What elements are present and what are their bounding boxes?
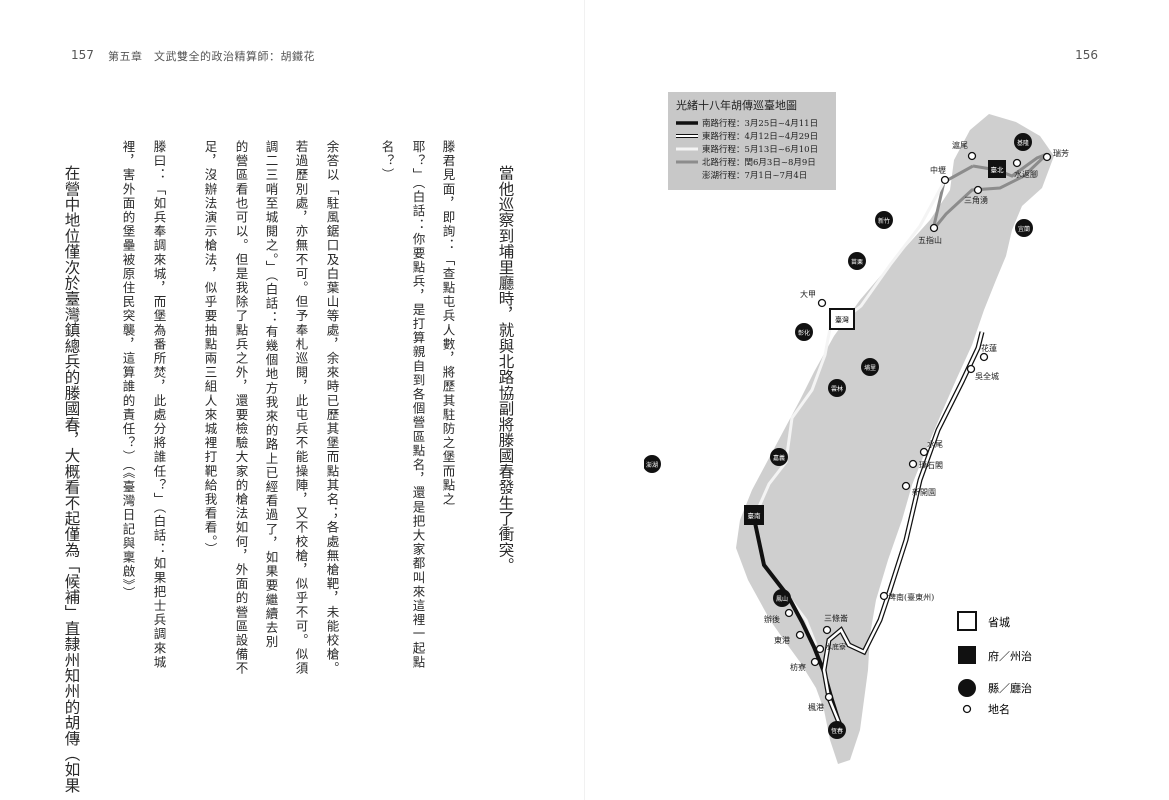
svg-text:彰化: 彰化 — [798, 329, 810, 337]
north-route-line — [931, 152, 1049, 231]
svg-text:璞石閣: 璞石閣 — [919, 460, 943, 470]
prefecture-marker: 臺南 — [744, 505, 764, 525]
text-column: 裡，害外面的堡壘被原住民突襲，這算誰的責任？）（《臺灣日記與稟啟》） — [120, 140, 136, 601]
svg-text:中壢: 中壢 — [930, 165, 946, 175]
text-column: 名？） — [379, 140, 395, 183]
svg-text:瑞芳: 瑞芳 — [1053, 148, 1069, 158]
svg-text:臺南: 臺南 — [748, 511, 762, 520]
svg-text:北路行程：閏6月3日~8月9日: 北路行程：閏6月3日~8月9日 — [702, 157, 816, 168]
text-column: 若過歷別處，亦無不可。但予奉札巡閱，此屯兵不能操陣，又不校槍，似乎不可。似須 — [293, 140, 309, 676]
svg-text:嘉義: 嘉義 — [773, 454, 785, 462]
svg-text:水底寮: 水底寮 — [825, 642, 846, 651]
svg-text:基隆: 基隆 — [1017, 139, 1029, 147]
svg-text:省城: 省城 — [988, 616, 1010, 629]
svg-text:鳳山: 鳳山 — [776, 595, 788, 603]
text-column: 在營中地位僅次於臺灣鎮總兵的滕國春，大概看不起僅為「候補」直隸州知州的胡傳（如果 — [62, 165, 81, 793]
text-column: 的營區看也可以。但是我除了點兵之外，還要檢驗大家的槍法如何，外面的營區設備不 — [233, 140, 249, 676]
svg-text:滬尾: 滬尾 — [952, 140, 968, 150]
text-column: 耶？」（白話：你要點兵，是打算親自到各個營區點名，還是把大家都叫來這裡一起點 — [410, 140, 426, 670]
text-column: 滕君見面，即詢：「查點屯兵人數，將歷其駐防之堡而點之 — [440, 140, 456, 507]
svg-text:埤南(臺東州): 埤南(臺東州) — [888, 592, 934, 602]
text-column: 足，沒辦法演示槍法，似乎要抽點兩三組人來城裡打靶給我看看。） — [202, 140, 218, 557]
route-legend-east-2: 東路行程：5月13日~6月10日 — [676, 144, 818, 155]
county-markers — [644, 133, 1033, 739]
svg-text:水返腳: 水返腳 — [1014, 169, 1038, 179]
left-page: 157 第五章 文武雙全的政治精算師：胡鐵花 當他巡察到埔里廳時，就與北路協副將… — [0, 0, 584, 800]
svg-text:三條崙: 三條崙 — [824, 613, 848, 623]
legend-county: 縣／廳治 — [958, 679, 1032, 697]
svg-text:新竹: 新竹 — [878, 217, 890, 225]
running-head: 第五章 文武雙全的政治精算師：胡鐵花 — [108, 50, 315, 63]
svg-text:吳全城: 吳全城 — [975, 371, 999, 381]
map-route-legend: 光緒十八年胡傳巡臺地圖 南路行程：3月25日~4月11日 東路行程：4月12日~… — [668, 92, 836, 190]
svg-text:臺灣: 臺灣 — [835, 315, 849, 324]
text-column: 余答以「駐風鋸口及白葉山等處，余來時已歷其堡而點其名；各處無槍靶，未能校槍。 — [324, 140, 340, 676]
svg-text:雲林: 雲林 — [831, 385, 843, 393]
svg-text:花蓮: 花蓮 — [981, 343, 997, 353]
map-title: 光緒十八年胡傳巡臺地圖 — [676, 98, 797, 112]
route-legend-graphic: 光緒十八年胡傳巡臺地圖 南路行程：3月25日~4月11日 東路行程：4月12日~… — [676, 98, 818, 181]
svg-text:東港: 東港 — [774, 635, 790, 645]
svg-text:五指山: 五指山 — [918, 235, 942, 245]
svg-text:臺北: 臺北 — [991, 165, 1005, 174]
svg-text:地名: 地名 — [988, 702, 1010, 716]
svg-text:辦後: 辦後 — [764, 614, 780, 624]
svg-text:恆春: 恆春 — [831, 727, 843, 735]
map-symbol-legend: 省城 府／州治 縣／廳治 地名 — [957, 611, 1032, 716]
svg-text:東路行程：5月13日~6月10日: 東路行程：5月13日~6月10日 — [702, 144, 818, 155]
book-gutter — [584, 0, 585, 800]
route-legend-east-1: 東路行程：4月12日~4月29日 — [676, 131, 818, 142]
site-markers — [784, 151, 1052, 702]
right-page: 156 光緒十八年胡傳巡臺地圖 南路行程：3月25日~4月11日 東路行程：4月… — [584, 0, 1169, 800]
svg-text:埔里: 埔里 — [864, 364, 876, 372]
taiwan-island-shape — [736, 114, 1054, 764]
page-number-right: 156 — [1075, 48, 1098, 62]
prefecture-marker: 臺北 — [988, 160, 1006, 178]
svg-text:苗栗: 苗栗 — [851, 258, 863, 266]
site-labels: 滬尾 瑞芳 中壢 水返腳 三角湧 五指山 大甲 花蓮 吳全城 水尾 璞石閣 新開… — [764, 140, 1069, 712]
svg-text:楓港: 楓港 — [808, 702, 824, 712]
taiwan-route-map: 臺灣 臺北 臺南 基隆 宜蘭 新竹 苗栗 彰化 埔里 雲林 嘉義 鳳山 — [644, 114, 1069, 764]
county-labels: 基隆 宜蘭 新竹 苗栗 彰化 埔里 雲林 嘉義 鳳山 恆春 澎湖 — [646, 139, 1030, 735]
svg-text:枋寮: 枋寮 — [790, 662, 806, 672]
svg-text:大甲: 大甲 — [800, 289, 816, 299]
svg-text:南路行程：3月25日~4月11日: 南路行程：3月25日~4月11日 — [702, 118, 818, 129]
svg-text:縣／廳治: 縣／廳治 — [988, 681, 1032, 695]
svg-text:新開園: 新開園 — [912, 487, 936, 497]
text-column: 調二三哨至城閱之。」（白話：有幾個地方我來的路上已經看過了，如果要繼續去別 — [263, 140, 279, 650]
svg-text:宜蘭: 宜蘭 — [1018, 225, 1030, 233]
provincial-capital-marker: 臺灣 — [829, 308, 855, 330]
legend-site: 地名 — [962, 702, 1010, 716]
svg-text:三角湧: 三角湧 — [964, 195, 988, 205]
page-number-left: 157 — [71, 48, 94, 62]
text-column: 滕曰：「如兵奉調來城，而堡為番所焚，此處分將誰任？」（白話：如果把士兵調來城 — [151, 140, 167, 670]
route-legend-south: 南路行程：3月25日~4月11日 — [676, 118, 818, 129]
legend-prefecture: 府／州治 — [958, 646, 1032, 664]
svg-text:澎湖: 澎湖 — [646, 461, 658, 469]
svg-text:東路行程：4月12日~4月29日: 東路行程：4月12日~4月29日 — [702, 131, 818, 142]
route-legend-north: 北路行程：閏6月3日~8月9日 — [676, 157, 816, 168]
svg-text:水尾: 水尾 — [927, 439, 943, 449]
legend-provincial-capital: 省城 — [957, 611, 1010, 631]
text-column: 當他巡察到埔里廳時，就與北路協副將滕國春發生了衝突。 — [496, 165, 515, 574]
svg-text:府／州治: 府／州治 — [988, 649, 1032, 663]
route-legend-penghu: 澎湖行程：7月1日~7月4日 — [702, 170, 807, 181]
